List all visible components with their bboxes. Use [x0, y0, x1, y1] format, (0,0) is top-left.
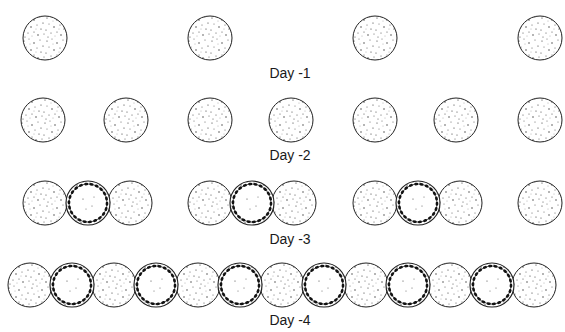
day-label: Day -4: [269, 313, 310, 327]
day-label: Day -1: [269, 66, 310, 80]
day-label: Day -3: [269, 232, 310, 246]
day-label: Day -2: [269, 148, 310, 162]
